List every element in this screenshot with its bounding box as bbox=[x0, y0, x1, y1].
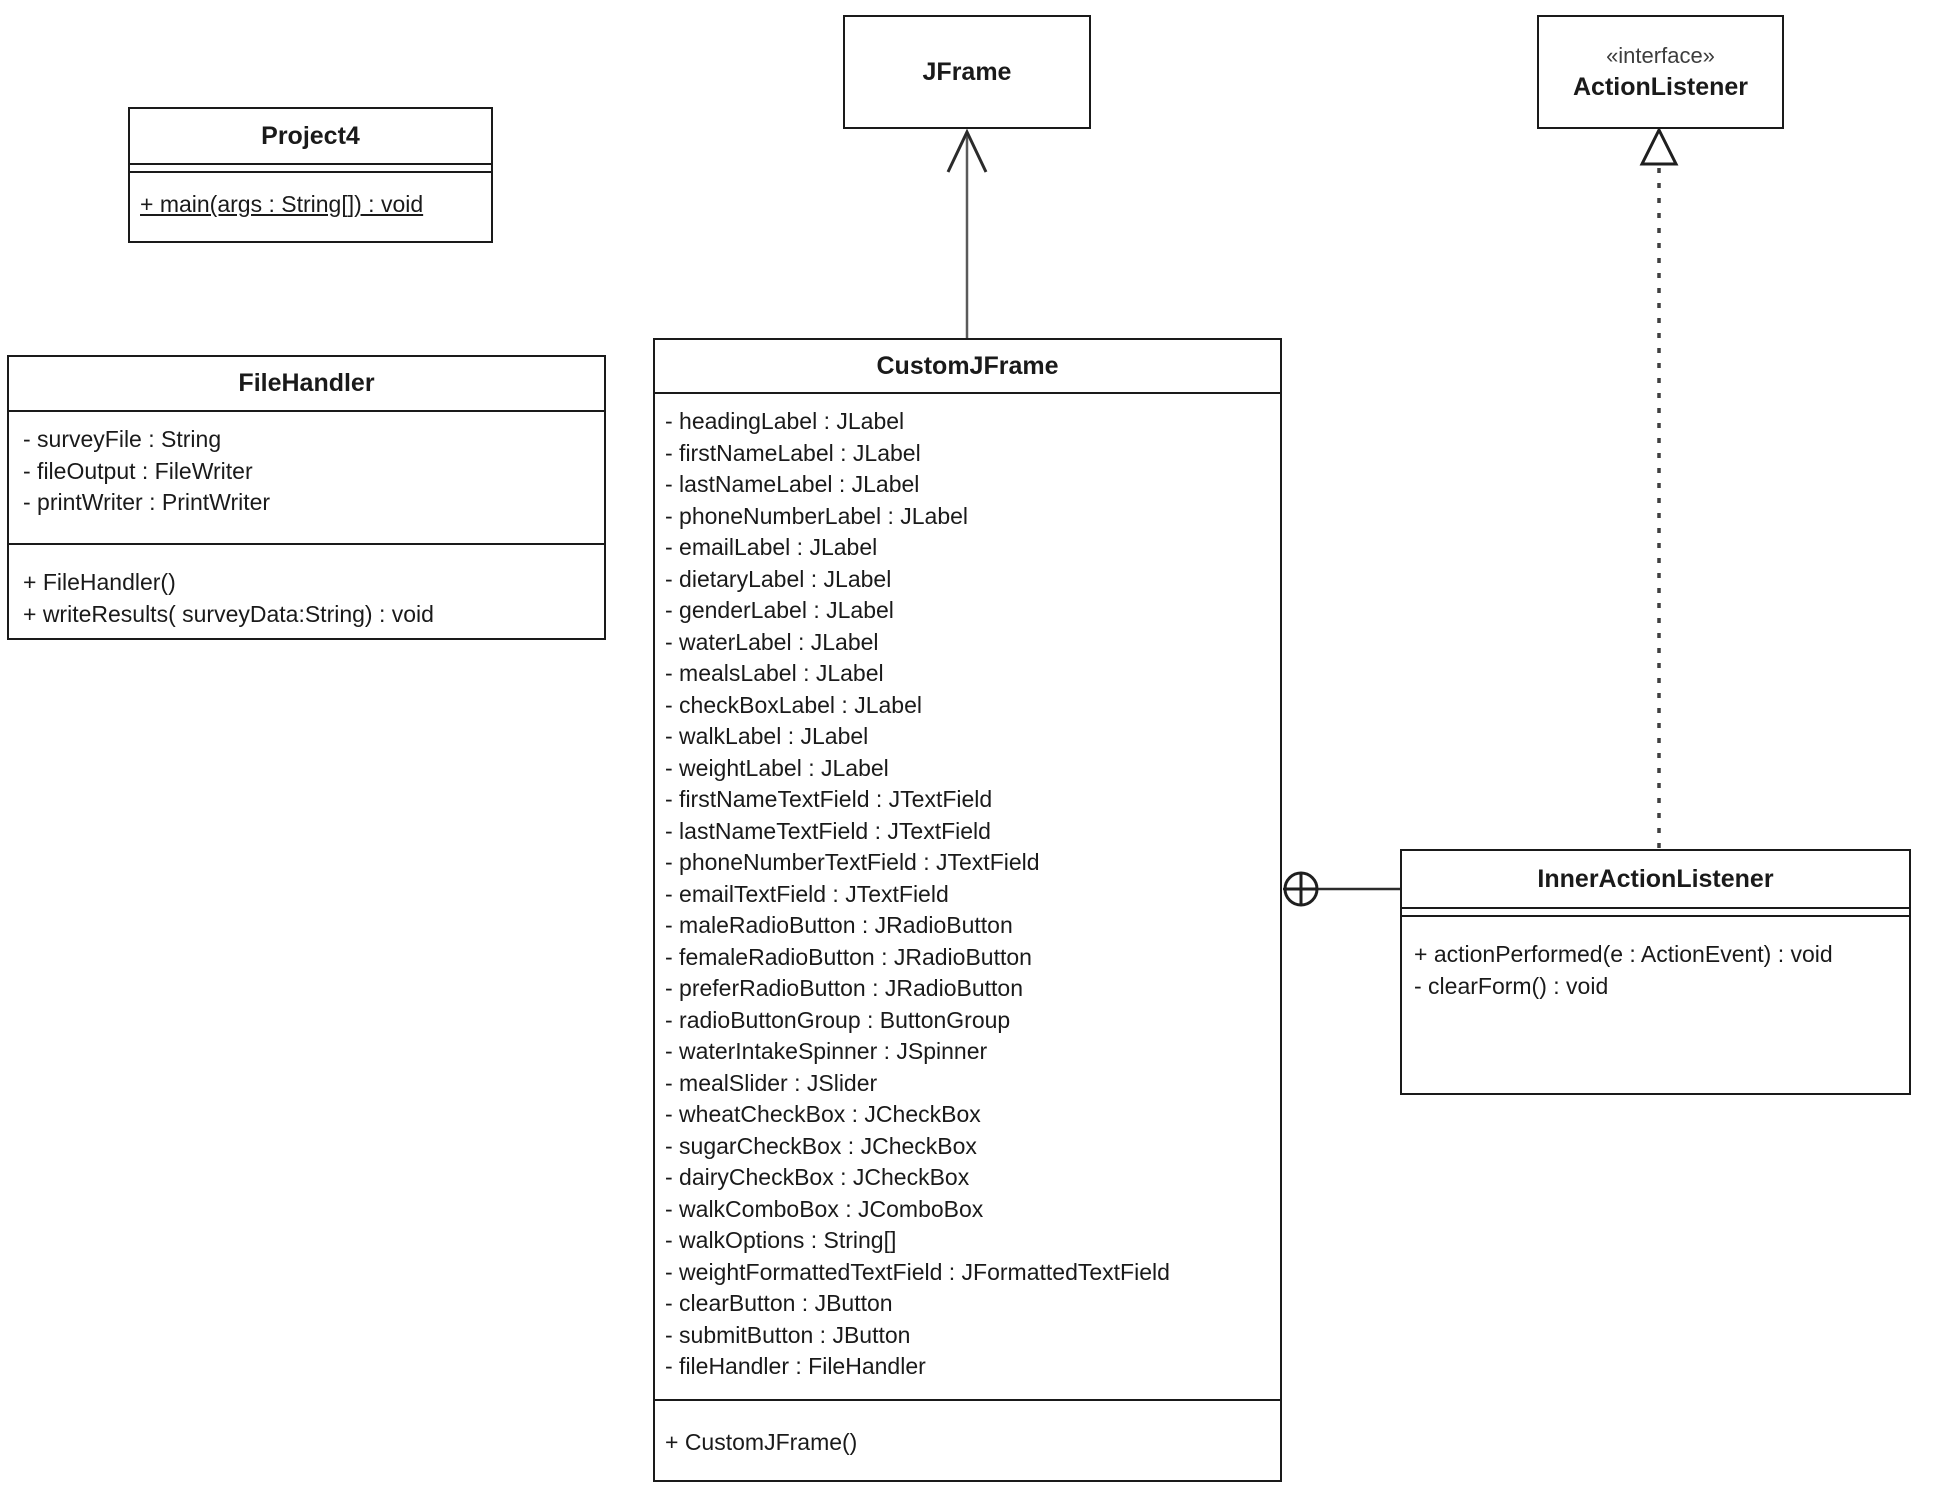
attribute-row: - preferRadioButton : JRadioButton bbox=[665, 975, 1023, 1001]
attribute-row: - genderLabel : JLabel bbox=[665, 597, 894, 623]
attribute-row: - weightFormattedTextField : JFormattedT… bbox=[665, 1258, 1170, 1285]
realization-triangle-icon bbox=[1639, 126, 1679, 166]
attribute-row: - waterLabel : JLabel bbox=[665, 628, 879, 655]
class-filehandler: FileHandler - surveyFile : String - fileO… bbox=[7, 355, 606, 640]
attribute-row: - headingLabel : JLabel bbox=[665, 408, 905, 434]
attribute-row: - sugarCheckBox : JCheckBox bbox=[665, 1132, 977, 1159]
attribute-row: - checkBoxLabel : JLabel bbox=[665, 691, 922, 718]
attribute-row: - firstNameTextField : JTextField bbox=[665, 786, 993, 812]
containment-edge-customjframe-inneractionlistener bbox=[1283, 871, 1400, 907]
attribute-row: - clearButton : JButton bbox=[665, 1290, 893, 1316]
attribute-row: - femaleRadioButton : JRadioButton bbox=[665, 943, 1032, 970]
method-row: + FileHandler() bbox=[23, 569, 176, 595]
attribute-row: - mealSlider : JSlider bbox=[665, 1069, 878, 1096]
method-row: + CustomJFrame() bbox=[665, 1429, 858, 1455]
empty-attributes-compartment bbox=[130, 163, 491, 173]
attribute-row: - weightLabel : JLabel bbox=[665, 754, 889, 781]
class-title: InnerActionListener bbox=[1537, 864, 1774, 893]
attribute-row: - surveyFile : String bbox=[23, 426, 222, 452]
methods-compartment: + actionPerformed(e : ActionEvent) : voi… bbox=[1402, 917, 1909, 1093]
interface-actionlistener: «interface» ActionListener bbox=[1537, 15, 1784, 129]
attribute-row: - phoneNumberLabel : JLabel bbox=[665, 502, 969, 529]
attribute-row: - fileOutput : FileWriter bbox=[23, 457, 253, 484]
attribute-row: - emailLabel : JLabel bbox=[665, 534, 878, 560]
attributes-compartment: - headingLabel : JLabel - firstNameLabel … bbox=[655, 392, 1280, 1399]
attribute-row: - fileHandler : FileHandler bbox=[665, 1353, 926, 1379]
method-row: - clearForm() : void bbox=[1414, 972, 1609, 999]
attribute-row: - radioButtonGroup : ButtonGroup bbox=[665, 1006, 1011, 1033]
attribute-row: - firstNameLabel : JLabel bbox=[665, 439, 921, 466]
attribute-row: - lastNameTextField : JTextField bbox=[665, 817, 991, 844]
inheritance-open-arrow-icon bbox=[946, 128, 988, 173]
method-row: + writeResults( surveyData:String) : voi… bbox=[23, 600, 434, 627]
attribute-row: - maleRadioButton : JRadioButton bbox=[665, 912, 1013, 938]
class-title: ActionListener bbox=[1572, 73, 1749, 101]
attribute-row: - walkComboBox : JComboBox bbox=[665, 1195, 984, 1222]
class-title: CustomJFrame bbox=[876, 351, 1059, 380]
class-customjframe: CustomJFrame - headingLabel : JLabel - fi… bbox=[653, 338, 1282, 1482]
methods-compartment: + FileHandler() + writeResults( surveyDat… bbox=[9, 543, 604, 638]
attribute-row: - walkOptions : String[] bbox=[665, 1227, 897, 1253]
realization-edge-inneractionlistener-actionlistener bbox=[1639, 126, 1679, 849]
stereotype-label: «interface» bbox=[1606, 43, 1715, 68]
methods-compartment: + CustomJFrame() bbox=[655, 1399, 1280, 1480]
methods-compartment: + main(args : String[]) : void bbox=[130, 173, 491, 241]
method-row: + main(args : String[]) : void bbox=[140, 191, 424, 217]
class-title: FileHandler bbox=[238, 369, 375, 397]
attribute-row: - walkLabel : JLabel bbox=[665, 723, 869, 749]
attribute-row: - lastNameLabel : JLabel bbox=[665, 471, 920, 497]
attributes-compartment: - surveyFile : String - fileOutput : File… bbox=[9, 410, 604, 543]
method-row: + actionPerformed(e : ActionEvent) : voi… bbox=[1414, 941, 1833, 967]
class-title: JFrame bbox=[922, 58, 1012, 86]
attribute-row: - dairyCheckBox : JCheckBox bbox=[665, 1164, 970, 1190]
attribute-row: - waterIntakeSpinner : JSpinner bbox=[665, 1038, 988, 1064]
attribute-row: - phoneNumberTextField : JTextField bbox=[665, 849, 1040, 875]
attribute-row: - submitButton : JButton bbox=[665, 1321, 911, 1348]
class-jframe: JFrame bbox=[843, 15, 1091, 129]
class-title: Project4 bbox=[261, 121, 360, 150]
attribute-row: - dietaryLabel : JLabel bbox=[665, 565, 892, 592]
attribute-row: - emailTextField : JTextField bbox=[665, 880, 949, 907]
attribute-row: - printWriter : PrintWriter bbox=[23, 489, 271, 515]
attribute-row: - mealsLabel : JLabel bbox=[665, 660, 884, 686]
generalization-edge-customjframe-jframe bbox=[946, 128, 988, 338]
attribute-row: - wheatCheckBox : JCheckBox bbox=[665, 1101, 981, 1127]
empty-attributes-compartment bbox=[1402, 907, 1909, 917]
class-project4: Project4 + main(args : String[]) : void bbox=[128, 107, 493, 243]
class-inneractionlistener: InnerActionListener + actionPerformed(e … bbox=[1400, 849, 1911, 1095]
